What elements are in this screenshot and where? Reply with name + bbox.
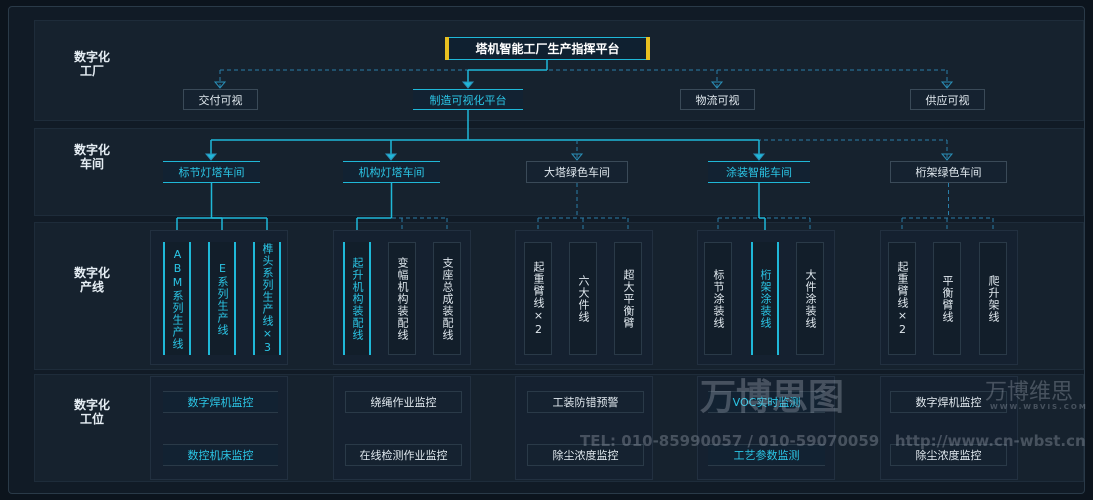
arrow-down-icon: [752, 153, 766, 161]
production-line[interactable]: 桁架涂装线: [751, 242, 779, 355]
platform-node[interactable]: 交付可视: [183, 89, 258, 110]
workshop-node[interactable]: 标节灯塔车间: [163, 161, 260, 183]
production-line[interactable]: 爬升架线: [979, 242, 1007, 355]
station-monitor[interactable]: 在线检测作业监控: [345, 444, 462, 466]
row-label-workshop: 数字化车间: [73, 143, 110, 171]
workshop-node[interactable]: 桁架绿色车间: [890, 161, 1007, 183]
workshop-node[interactable]: 机构灯塔车间: [343, 161, 440, 183]
station-monitor[interactable]: 工艺参数监测: [708, 444, 825, 466]
arrow-down-icon: [570, 153, 584, 161]
platform-node[interactable]: 制造可视化平台: [413, 89, 523, 110]
arrow-down-icon: [213, 81, 227, 89]
arrow-down-icon: [384, 153, 398, 161]
production-line[interactable]: 大件涂装线: [796, 242, 824, 355]
row-label-line: 数字化产线: [73, 266, 110, 294]
production-line[interactable]: ABM系列生产线: [163, 242, 191, 355]
arrow-down-icon: [204, 153, 218, 161]
arrow-down-icon: [461, 81, 475, 89]
row-label-station: 数字化工位: [73, 398, 110, 426]
station-monitor[interactable]: 工装防错预警: [527, 391, 644, 413]
station-monitor[interactable]: 数控机床监控: [163, 444, 278, 466]
production-line[interactable]: 起重臂线×2: [888, 242, 916, 355]
platform-node[interactable]: 物流可视: [680, 89, 755, 110]
production-line[interactable]: 标节涂装线: [704, 242, 732, 355]
station-monitor[interactable]: 除尘浓度监控: [890, 444, 1007, 466]
production-line[interactable]: 起重臂线×2: [524, 242, 552, 355]
platform-node[interactable]: 供应可视: [910, 89, 985, 110]
arrow-down-icon: [940, 81, 954, 89]
arrow-down-icon: [940, 153, 954, 161]
production-line[interactable]: 平衡臂线: [933, 242, 961, 355]
workshop-node[interactable]: 涂装智能车间: [708, 161, 810, 183]
station-monitor[interactable]: 数字焊机监控: [890, 391, 1007, 413]
production-line[interactable]: 支座总成装配线: [433, 242, 461, 355]
station-monitor[interactable]: VOC实时监测: [708, 391, 825, 413]
platform-title[interactable]: 塔机智能工厂生产指挥平台: [445, 37, 650, 60]
production-line[interactable]: 起升机构装配线: [343, 242, 371, 355]
production-line[interactable]: 超大平衡臂: [614, 242, 642, 355]
arrow-down-icon: [710, 81, 724, 89]
production-line[interactable]: 六大件线: [569, 242, 597, 355]
workshop-node[interactable]: 大塔绿色车间: [526, 161, 628, 183]
station-monitor[interactable]: 除尘浓度监控: [527, 444, 644, 466]
row-label-factory: 数字化工厂: [73, 50, 110, 78]
production-line[interactable]: 榫头系列生产线×3: [253, 242, 281, 355]
production-line[interactable]: 变幅机构装配线: [388, 242, 416, 355]
station-monitor[interactable]: 绕绳作业监控: [345, 391, 462, 413]
production-line[interactable]: E系列生产线: [208, 242, 236, 355]
station-monitor[interactable]: 数字焊机监控: [163, 391, 278, 413]
